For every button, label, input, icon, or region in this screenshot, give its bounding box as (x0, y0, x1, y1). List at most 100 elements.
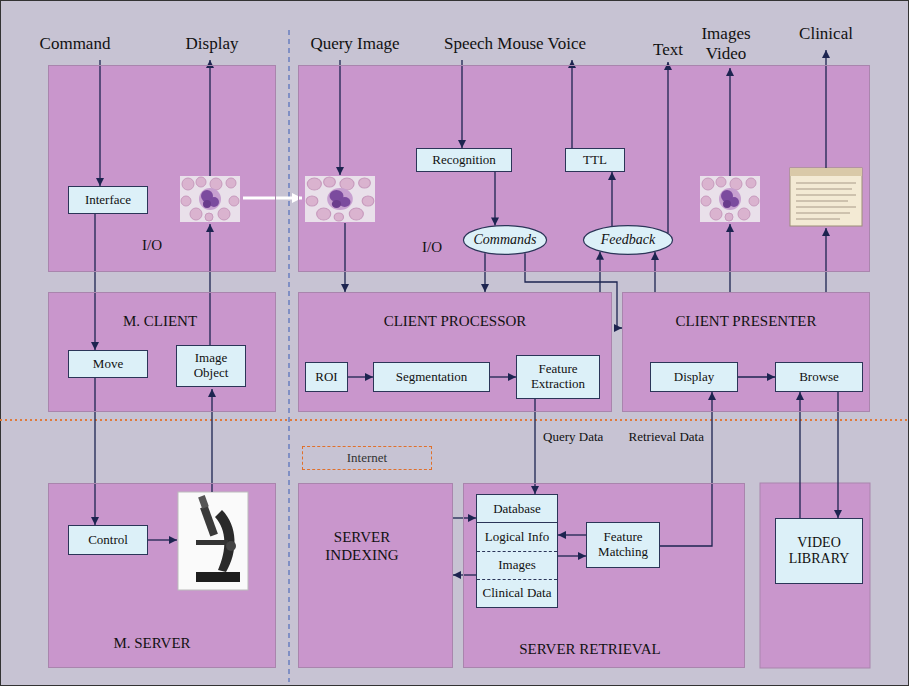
flow-arrow (558, 555, 586, 556)
panel-fill (298, 483, 453, 668)
box-label: Feature Matching (590, 530, 656, 560)
microscope-photo (178, 492, 248, 590)
microscope-tube (200, 506, 218, 537)
box-label: Recognition (420, 153, 508, 168)
panel-box: SERVER RETRIEVAL DatabaseLogical InfoImag… (463, 483, 745, 668)
panel-box: M. SERVER Control (48, 483, 276, 668)
document-header (790, 168, 862, 176)
panel-box: M. CLIENT Move Image Object (48, 292, 276, 412)
flow-arrow (348, 376, 373, 377)
database-row: Images (477, 551, 557, 579)
database-row: Logical Info (477, 522, 557, 550)
cell-thumbnail (305, 176, 375, 222)
process-box: Interface (68, 186, 148, 214)
flow-arrow (738, 376, 775, 377)
network-box: Internet (302, 446, 432, 470)
signal-arrow (729, 68, 730, 176)
process-box: Segmentation (373, 362, 490, 392)
flow-arrow (534, 399, 535, 494)
edge-label: Query Data (541, 429, 605, 445)
flow-arrow (558, 534, 586, 535)
signal-arrow (729, 224, 730, 292)
signal-arrow (667, 62, 668, 233)
cell-thumbnail (700, 176, 760, 222)
flow-arrow (484, 253, 485, 292)
edge-label: Retrieval Data (627, 429, 706, 445)
cell-thumbnail (180, 176, 240, 222)
library-panel (760, 483, 870, 668)
flow-arrow (660, 392, 712, 546)
box-label: ROI (309, 370, 344, 385)
ellipse-outline (463, 226, 546, 255)
panel-title: SERVER RETRIEVAL (500, 640, 680, 658)
ellipse-outline (583, 226, 672, 255)
panel-title: M. SERVER (62, 634, 242, 652)
flow-arrow (494, 172, 495, 225)
signal-arrow (148, 539, 177, 540)
signal-arrow (571, 60, 572, 148)
io-label: Display (132, 34, 292, 54)
ellipse-node: Commands (463, 225, 547, 255)
panel-fill (463, 483, 745, 668)
io-label: Images Video (698, 24, 754, 63)
divider-line (288, 30, 290, 682)
process-box: Recognition (416, 148, 512, 172)
panel-box: SERVER INDEXING (298, 483, 453, 668)
process-box: Move (68, 350, 148, 378)
flow-arrow (654, 252, 655, 292)
ellipse-label: Commands (473, 232, 536, 248)
box-label: Interface (72, 193, 144, 208)
signal-arrow (339, 60, 340, 175)
document-lines (796, 183, 856, 219)
io-label: Command (0, 34, 155, 54)
process-box: ROI (305, 362, 348, 392)
panel-title: CLIENT PRESENTER (656, 312, 836, 330)
panel-title: I/O (62, 236, 242, 254)
flow-arrow (611, 172, 612, 226)
panel-fill (298, 65, 870, 272)
microscope-knob (226, 541, 236, 551)
box-label: VIDEO LIBRARY (779, 535, 859, 567)
panel-title: CLIENT PROCESSOR (365, 312, 545, 330)
flow-arrow (94, 214, 95, 350)
signal-arrow (211, 389, 212, 492)
box-label: Feature Extraction (520, 362, 596, 392)
panel-fill (298, 292, 612, 412)
process-box: TTL (565, 148, 625, 172)
database-box: DatabaseLogical InfoImagesClinical Data (476, 494, 558, 608)
box-label: Browse (779, 370, 859, 385)
process-box: Feature Extraction (516, 355, 600, 399)
panel-fill (48, 292, 276, 412)
microscope-base (196, 572, 240, 582)
signal-arrow (209, 224, 210, 345)
process-box: Display (650, 362, 738, 392)
box-label: Move (72, 357, 144, 372)
signal-arrow (99, 60, 100, 186)
box-label: Control (72, 533, 144, 548)
ellipse-node: Feedback (583, 225, 673, 255)
io-label: Speech Mouse Voice (435, 34, 595, 54)
box-label: Segmentation (377, 370, 486, 385)
flow-arrow (490, 376, 516, 377)
process-box: Image Object (176, 345, 246, 387)
io-label: Query Image (275, 34, 435, 54)
flow-arrow (525, 253, 622, 328)
microscope-eyepiece (198, 495, 209, 509)
process-box: Control (68, 525, 148, 555)
process-box: VIDEO LIBRARY (775, 518, 863, 584)
panel-fill (48, 483, 276, 668)
panel-fill (48, 65, 276, 272)
signal-arrow (825, 50, 826, 168)
signal-arrow (461, 60, 462, 148)
panel-title: M. CLIENT (70, 312, 250, 330)
panel-box: I/O Interface (48, 65, 276, 272)
flow-arrow (453, 574, 476, 575)
process-box: Feature Matching (586, 522, 660, 568)
document-icon (790, 168, 862, 226)
io-label: Clinical (746, 24, 906, 44)
database-row: Clinical Data (477, 579, 557, 607)
flow-arrow (837, 392, 838, 518)
